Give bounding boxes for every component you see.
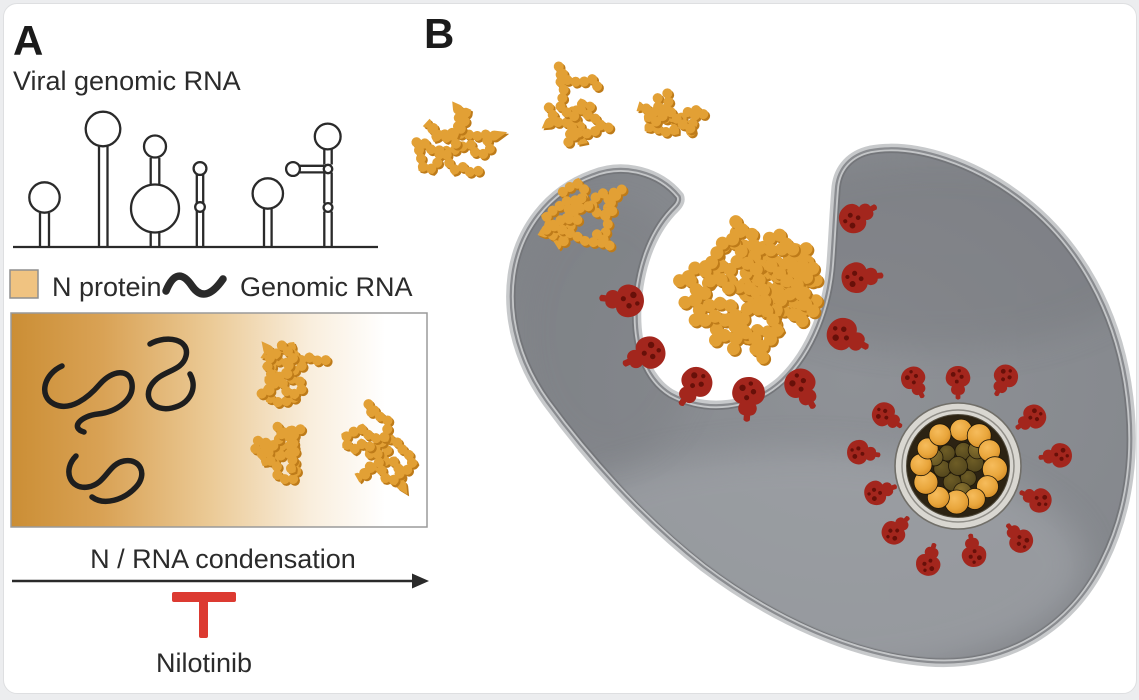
n-rna-condensate-chain xyxy=(727,256,785,377)
panel-a-label: A xyxy=(13,17,43,64)
n-rna-condensate-chain xyxy=(354,445,408,495)
gradient-box-frame xyxy=(10,312,428,528)
n-rna-condensate xyxy=(409,101,510,179)
virion-n-protein xyxy=(948,456,968,476)
virion-contents xyxy=(909,418,1008,515)
rna-hairpin-stems xyxy=(38,146,333,247)
viral-genomic-rna-title: Viral genomic RNA xyxy=(13,66,241,96)
legend: N protein Genomic RNA xyxy=(9,269,413,302)
engulfed-n-rna-condensate xyxy=(676,217,822,379)
virion-n-protein xyxy=(928,423,952,447)
nilotinib-label: Nilotinib xyxy=(156,648,252,678)
genomic-rna-squiggle-icon xyxy=(162,272,227,298)
free-rna-strand xyxy=(145,336,196,412)
panel-b-label: B xyxy=(424,10,454,57)
n-rna-condensate-chain xyxy=(341,400,393,455)
free-rna-strand xyxy=(42,363,135,435)
rna-hairpin-loops xyxy=(28,110,342,234)
n-rna-condensate-chain xyxy=(258,340,307,400)
n-rna-condensate xyxy=(341,400,420,497)
condensation-arrow xyxy=(12,573,429,589)
condensation-label: N / RNA condensation xyxy=(90,544,356,574)
n-rna-condensate-chain xyxy=(559,104,611,160)
n-protein-label: N protein xyxy=(52,272,162,302)
arrowhead-icon xyxy=(412,573,429,589)
n-rna-condensate xyxy=(541,63,613,161)
n-rna-condensate-chain xyxy=(746,240,818,320)
n-rna-condensate-chain xyxy=(409,136,484,178)
virion xyxy=(894,402,1022,530)
n-rna-condensate-chain xyxy=(543,214,614,251)
n-rna-condensate-chain xyxy=(422,101,472,149)
free-rna-strands xyxy=(42,336,196,504)
inhibition-tbar-icon xyxy=(172,592,236,638)
genomic-rna-label: Genomic RNA xyxy=(240,272,413,302)
n-rna-condensate-chain xyxy=(553,63,608,122)
virion-envelope-inner-line xyxy=(901,409,1015,523)
n-rna-condensate xyxy=(258,340,333,410)
n-rna-condensate-chain xyxy=(636,101,704,134)
n-rna-condensate xyxy=(636,82,722,145)
n-protein-swatch xyxy=(9,269,39,299)
condensation-gradient-box xyxy=(10,312,428,528)
n-rna-condensate-chain xyxy=(273,421,317,477)
n-rna-condensate xyxy=(537,177,628,253)
rna-secondary-structure-diagram xyxy=(13,110,378,249)
n-rna-condensate xyxy=(252,421,319,486)
free-rna-strand xyxy=(66,453,145,504)
